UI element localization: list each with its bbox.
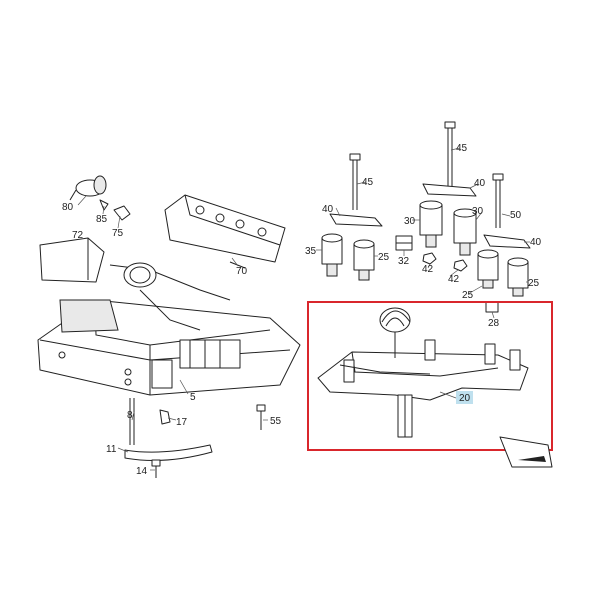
callout-40-right[interactable]: 40 xyxy=(530,237,542,248)
lever-11[interactable] xyxy=(124,444,213,461)
callout-25-mid[interactable]: 25 xyxy=(462,290,474,301)
callout-42-left[interactable]: 42 xyxy=(422,264,434,275)
screw-14[interactable] xyxy=(151,459,161,478)
screw-75[interactable] xyxy=(113,205,131,221)
callout-labels: 80 85 75 72 70 5 8 17 55 11 14 45 45 40 … xyxy=(62,143,542,477)
callout-20-highlight xyxy=(456,391,473,404)
solenoid-25-mid[interactable] xyxy=(477,249,499,289)
connector-80[interactable] xyxy=(69,175,107,201)
callout-85[interactable]: 85 xyxy=(96,214,108,225)
reference-scale xyxy=(499,436,553,468)
solenoid-30-right[interactable] xyxy=(453,208,477,256)
nut-42-right[interactable] xyxy=(453,259,468,272)
callout-50[interactable]: 50 xyxy=(510,210,522,221)
callout-42-right[interactable]: 42 xyxy=(448,274,460,285)
callout-30-right[interactable]: 30 xyxy=(472,206,484,217)
pin-8[interactable] xyxy=(129,398,135,445)
callout-14[interactable]: 14 xyxy=(136,466,148,477)
cover-70[interactable] xyxy=(164,194,286,269)
solenoid-25-left[interactable] xyxy=(353,239,375,281)
callout-45-left[interactable]: 45 xyxy=(362,177,374,188)
callout-5[interactable]: 5 xyxy=(190,392,196,403)
callout-11[interactable]: 11 xyxy=(106,444,117,455)
callout-28[interactable]: 28 xyxy=(488,318,500,329)
callout-32[interactable]: 32 xyxy=(398,256,410,267)
solenoid-35[interactable] xyxy=(321,233,343,277)
cover-72[interactable] xyxy=(39,237,105,283)
selection-frame xyxy=(307,301,553,451)
callout-55[interactable]: 55 xyxy=(270,416,282,427)
callout-25-right[interactable]: 25 xyxy=(528,278,540,289)
callout-25-left[interactable]: 25 xyxy=(378,252,390,263)
leader-lines xyxy=(77,147,530,471)
callout-72[interactable]: 72 xyxy=(72,230,84,241)
bracket-40-top[interactable] xyxy=(422,183,477,197)
callout-17[interactable]: 17 xyxy=(176,417,188,428)
callout-30-left[interactable]: 30 xyxy=(404,216,416,227)
bracket-40-left[interactable] xyxy=(329,213,383,227)
connector-32[interactable] xyxy=(395,235,413,251)
callout-75[interactable]: 75 xyxy=(112,228,124,239)
bolt-55[interactable] xyxy=(256,404,266,430)
callout-20[interactable]: 20 xyxy=(459,393,471,404)
solenoid-30-left[interactable] xyxy=(419,200,443,248)
callout-40-top[interactable]: 40 xyxy=(474,178,486,189)
callout-80[interactable]: 80 xyxy=(62,202,74,213)
callout-70[interactable]: 70 xyxy=(236,266,248,277)
conductor-plate-20[interactable] xyxy=(317,307,529,438)
bolt-45-left[interactable] xyxy=(349,153,361,210)
bracket-40-right[interactable] xyxy=(483,234,531,249)
callout-45-right[interactable]: 45 xyxy=(456,143,468,154)
clip-85[interactable] xyxy=(99,199,109,211)
solenoid-25-right[interactable] xyxy=(507,257,529,297)
valve-body-5[interactable] xyxy=(37,262,301,396)
plug-28[interactable] xyxy=(485,301,499,313)
clip-17[interactable] xyxy=(159,409,171,425)
nut-42-left[interactable] xyxy=(422,252,437,265)
bolt-45-right[interactable] xyxy=(444,121,456,190)
bolt-50[interactable] xyxy=(492,173,504,228)
callout-8[interactable]: 8 xyxy=(127,410,133,421)
callout-35[interactable]: 35 xyxy=(305,246,317,257)
callout-40-left[interactable]: 40 xyxy=(322,204,334,215)
